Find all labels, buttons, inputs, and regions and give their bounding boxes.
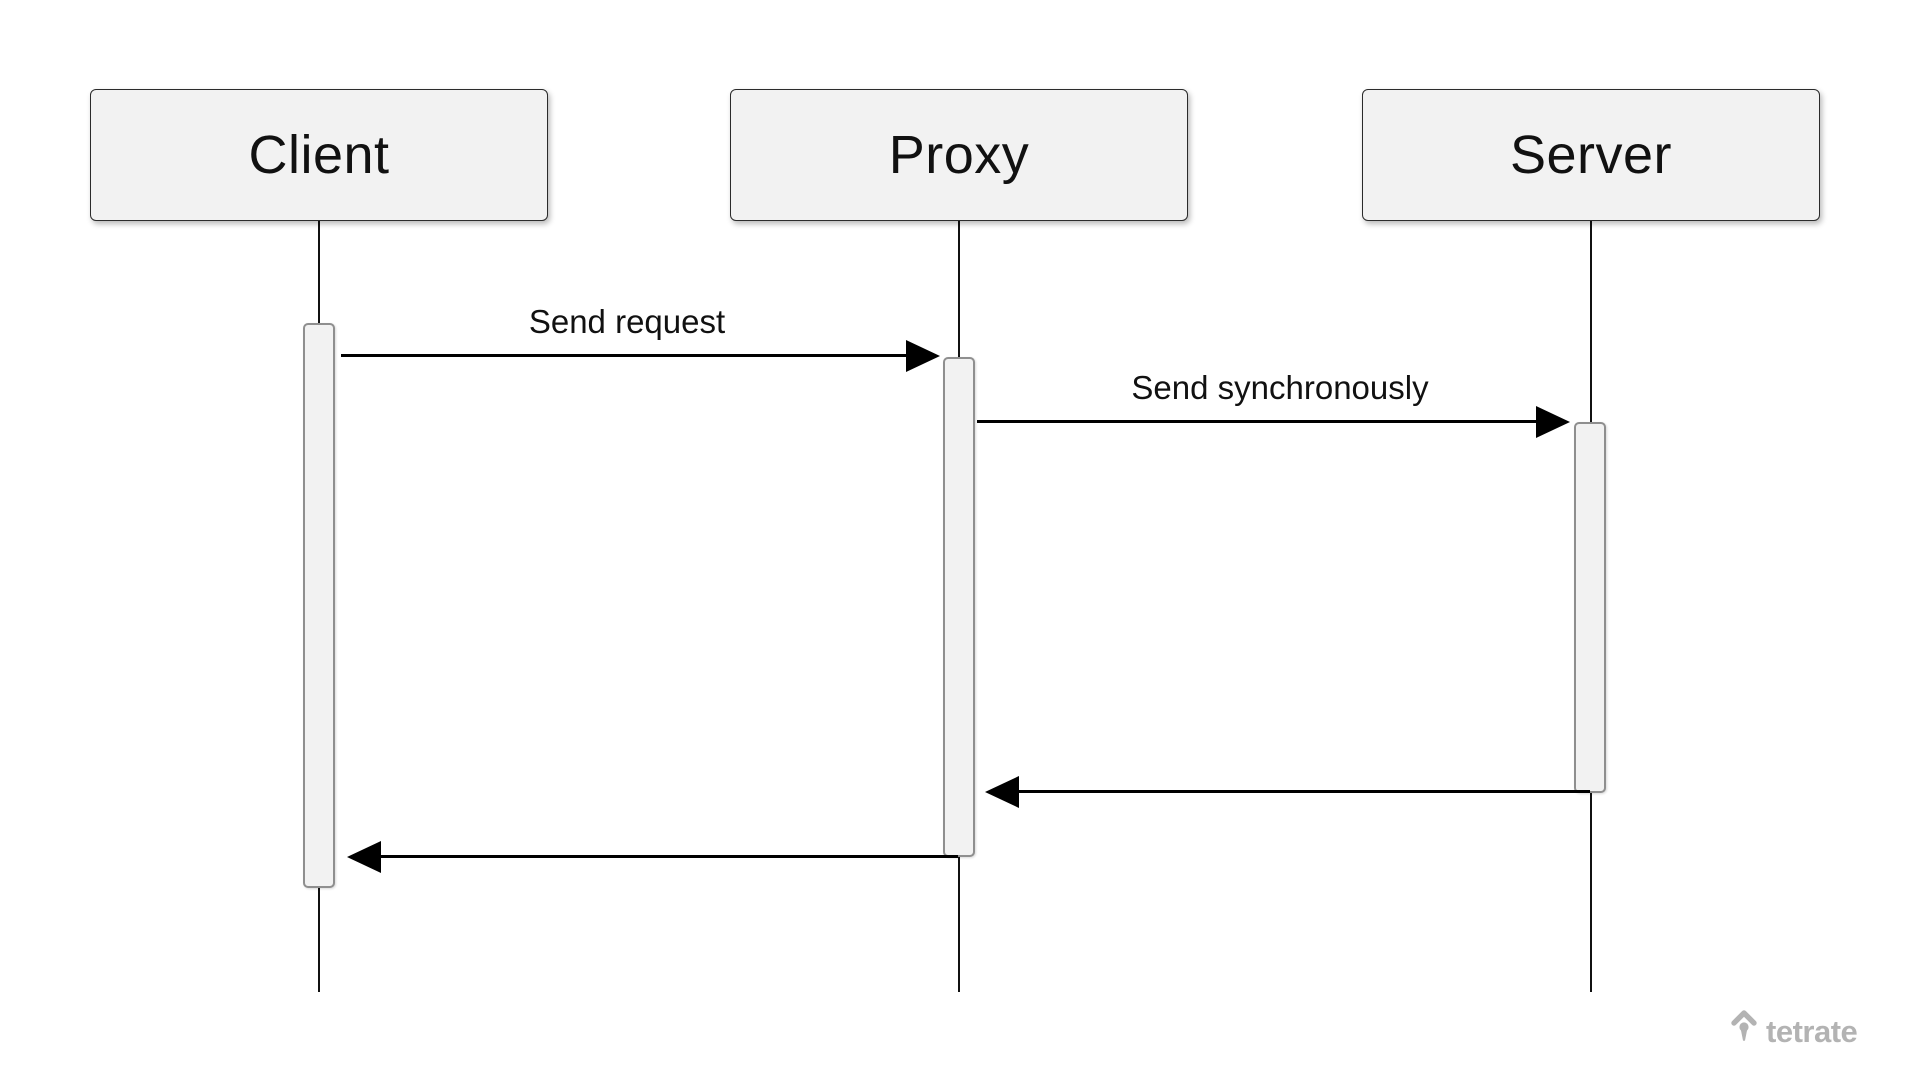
message-return-proxy-to-client-line (380, 855, 958, 858)
message-return-server-to-proxy-line (1018, 790, 1590, 793)
arrowhead-left-icon (347, 841, 381, 873)
tetrate-logo-icon (1731, 1010, 1757, 1041)
activation-bar-client (303, 323, 335, 888)
message-send-synchronously-label: Send synchronously (1131, 369, 1429, 406)
message-send-synchronously-line (977, 420, 1537, 423)
arrowhead-left-icon (985, 776, 1019, 808)
actor-label-server: Server (1509, 125, 1673, 185)
message-send-request-line (341, 354, 907, 357)
tetrate-watermark: tetrate (1730, 1008, 1858, 1049)
actor-label-proxy: Proxy (888, 125, 1030, 185)
actor-box-server: Server (1362, 89, 1820, 221)
actor-box-proxy: Proxy (730, 89, 1188, 221)
message-send-request-label: Send request (528, 303, 726, 340)
actor-label-client: Client (248, 125, 390, 185)
arrowhead-right-icon (906, 340, 940, 372)
arrowhead-right-icon (1536, 406, 1570, 438)
tetrate-wordmark: tetrate (1766, 1013, 1858, 1049)
actor-box-client: Client (90, 89, 548, 221)
activation-bar-server (1574, 422, 1606, 793)
activation-bar-proxy (943, 357, 975, 857)
